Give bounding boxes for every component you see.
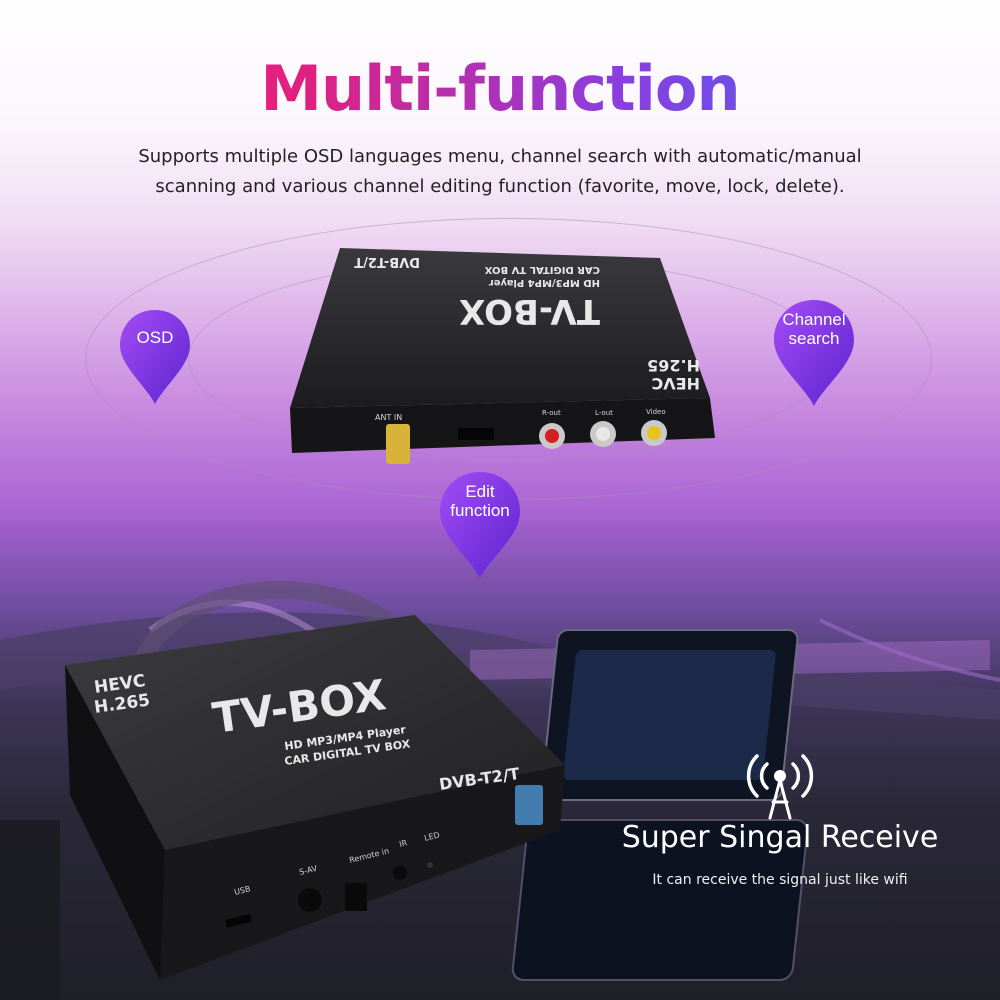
channel-search-line-2: search	[788, 329, 840, 348]
page-title: Multi-function	[0, 52, 1000, 125]
subtitle-line-2: scanning and various channel editing fun…	[155, 176, 845, 197]
feature-subtitle: It can receive the signal just like wifi	[652, 872, 908, 888]
top-ant-label: ANT IN	[375, 413, 402, 422]
device-top-image: TV-BOX HD MP3/MP4 Player CAR DIGITAL TV …	[290, 248, 715, 464]
ant-connector	[386, 424, 410, 464]
top-codec1-text: HEVC	[652, 374, 700, 393]
channel-search-pin-label: Channel search	[754, 310, 874, 348]
sav-label: S-AV	[298, 864, 318, 877]
osd-pin-label: OSD	[136, 328, 174, 347]
ir-port	[393, 866, 407, 880]
hdmi-port	[458, 428, 494, 440]
usb-port	[225, 914, 252, 928]
top-model-text: DVB-T2/T	[354, 254, 420, 269]
osd-pin-icon	[120, 310, 190, 404]
top-r-label: R-out	[542, 409, 561, 417]
edit-function-pin-icon	[440, 472, 520, 578]
ir-label: IR	[398, 838, 408, 849]
led-label: LED	[423, 830, 440, 843]
top-codec2-text: H.265	[647, 356, 700, 375]
remote-port	[345, 883, 367, 911]
led-indicator	[427, 862, 433, 868]
channel-search-line-1: Channel	[782, 310, 846, 329]
device-bottom-image: HEVC H.265 TV-BOX HD MP3/MP4 Player CAR …	[65, 615, 565, 980]
side-connector	[515, 785, 543, 825]
edit-function-line-1: Edit	[465, 482, 495, 501]
top-brand-text: TV-BOX	[459, 291, 600, 331]
top-l-label: L-out	[595, 409, 613, 417]
channel-search-pin-icon	[774, 300, 854, 406]
page-subtitle: Supports multiple OSD languages menu, ch…	[60, 142, 940, 202]
edit-function-line-2: function	[450, 501, 510, 520]
sav-port	[298, 888, 322, 912]
top-video-label: Video	[646, 408, 666, 416]
top-player-line: HD MP3/MP4 Player	[489, 277, 600, 288]
subtitle-line-1: Supports multiple OSD languages menu, ch…	[138, 146, 862, 167]
top-box-line: CAR DIGITAL TV BOX	[484, 264, 600, 275]
feature-title: Super Singal Receive	[621, 820, 939, 855]
signal-antenna-icon	[746, 754, 814, 820]
edit-function-pin-label: Edit function	[420, 482, 540, 520]
usb-label: USB	[233, 884, 251, 897]
